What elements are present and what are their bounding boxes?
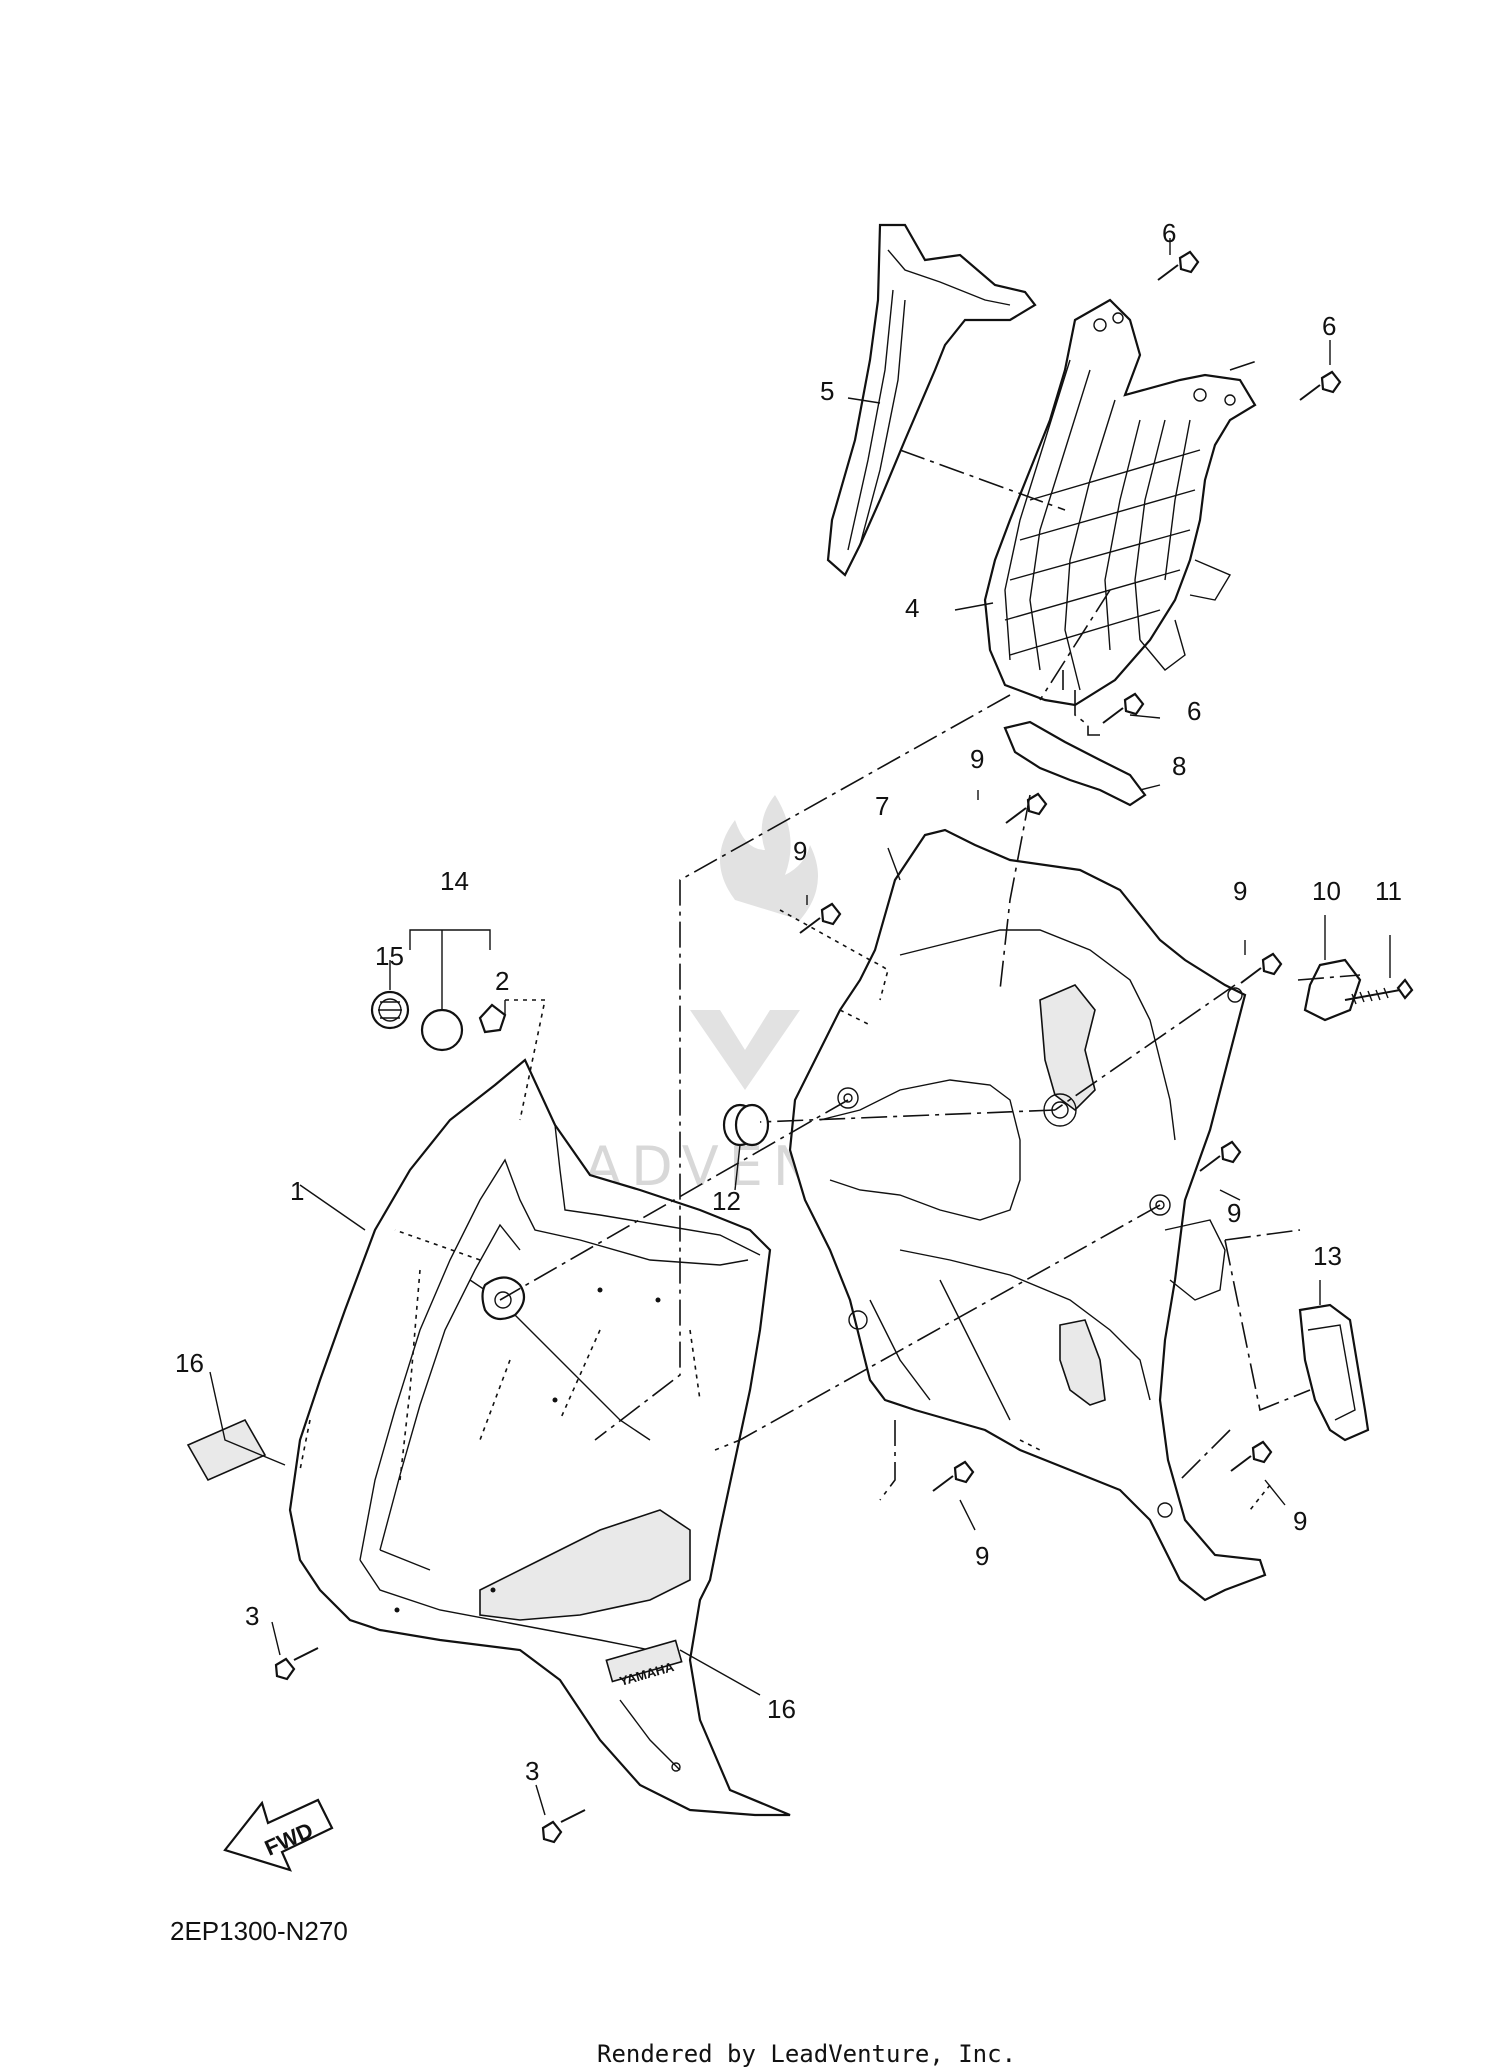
part-13-plate xyxy=(1298,1303,1370,1442)
callout-8: 8 xyxy=(1172,751,1186,781)
part-16-label xyxy=(186,1418,267,1482)
part-1-front-cover: YAMAHA xyxy=(288,1058,791,1817)
part-14-cap xyxy=(420,1008,464,1052)
part-8-bracket xyxy=(1003,720,1147,807)
callout-3-left: 3 xyxy=(245,1601,259,1631)
callout-7: 7 xyxy=(875,791,889,821)
fwd-arrow-icon xyxy=(223,1798,334,1872)
callout-6-lower: 6 xyxy=(1187,696,1201,726)
callout-10: 10 xyxy=(1312,876,1341,906)
fwd-arrow: FWD xyxy=(223,1798,334,1872)
callout-9-e: 9 xyxy=(1293,1506,1307,1536)
callout-12: 12 xyxy=(712,1186,741,1216)
callout-6-top: 6 xyxy=(1162,218,1176,248)
callout-9-b: 9 xyxy=(793,836,807,866)
v-watermark-icon xyxy=(690,1010,800,1090)
callout-2: 2 xyxy=(495,966,509,996)
part-10-clip xyxy=(1303,958,1362,1022)
callout-5: 5 xyxy=(820,376,834,406)
callout-9-c: 9 xyxy=(1233,876,1247,906)
part-11-screw xyxy=(1344,978,1414,1005)
callout-13: 13 xyxy=(1313,1241,1342,1271)
part-5-side-strip xyxy=(826,223,1037,577)
diagram-code: 2EP1300-N270 xyxy=(170,1916,348,1946)
part-15-cap-insert xyxy=(370,990,410,1030)
callout-1: 1 xyxy=(290,1176,304,1206)
leader-lines xyxy=(209,238,1391,1816)
part-2-screw xyxy=(478,1003,507,1034)
render-credit: Rendered by LeadVenture, Inc. xyxy=(597,2040,1016,2068)
callout-labels: 1 2 3 3 4 5 6 6 6 7 8 9 9 9 9 9 9 10 11 … xyxy=(175,218,1402,1786)
callout-14: 14 xyxy=(440,866,469,896)
fastener-screws xyxy=(274,250,1342,1844)
callout-3-bottom: 3 xyxy=(525,1756,539,1786)
emblem-badge xyxy=(605,1639,683,1683)
callout-16-bottom: 16 xyxy=(767,1694,796,1724)
part-12-grommet xyxy=(722,1103,770,1147)
callout-9-f: 9 xyxy=(975,1541,989,1571)
flame-watermark-icon xyxy=(720,795,818,920)
callout-4: 4 xyxy=(905,593,919,623)
callout-9-d: 9 xyxy=(1227,1198,1241,1228)
callout-16-left: 16 xyxy=(175,1348,204,1378)
part-7-inner-panel xyxy=(788,828,1267,1602)
callout-11: 11 xyxy=(1375,876,1402,906)
callout-9-a: 9 xyxy=(970,744,984,774)
callout-6-right: 6 xyxy=(1322,311,1336,341)
callout-15: 15 xyxy=(375,941,404,971)
part-4-grille xyxy=(983,298,1257,707)
